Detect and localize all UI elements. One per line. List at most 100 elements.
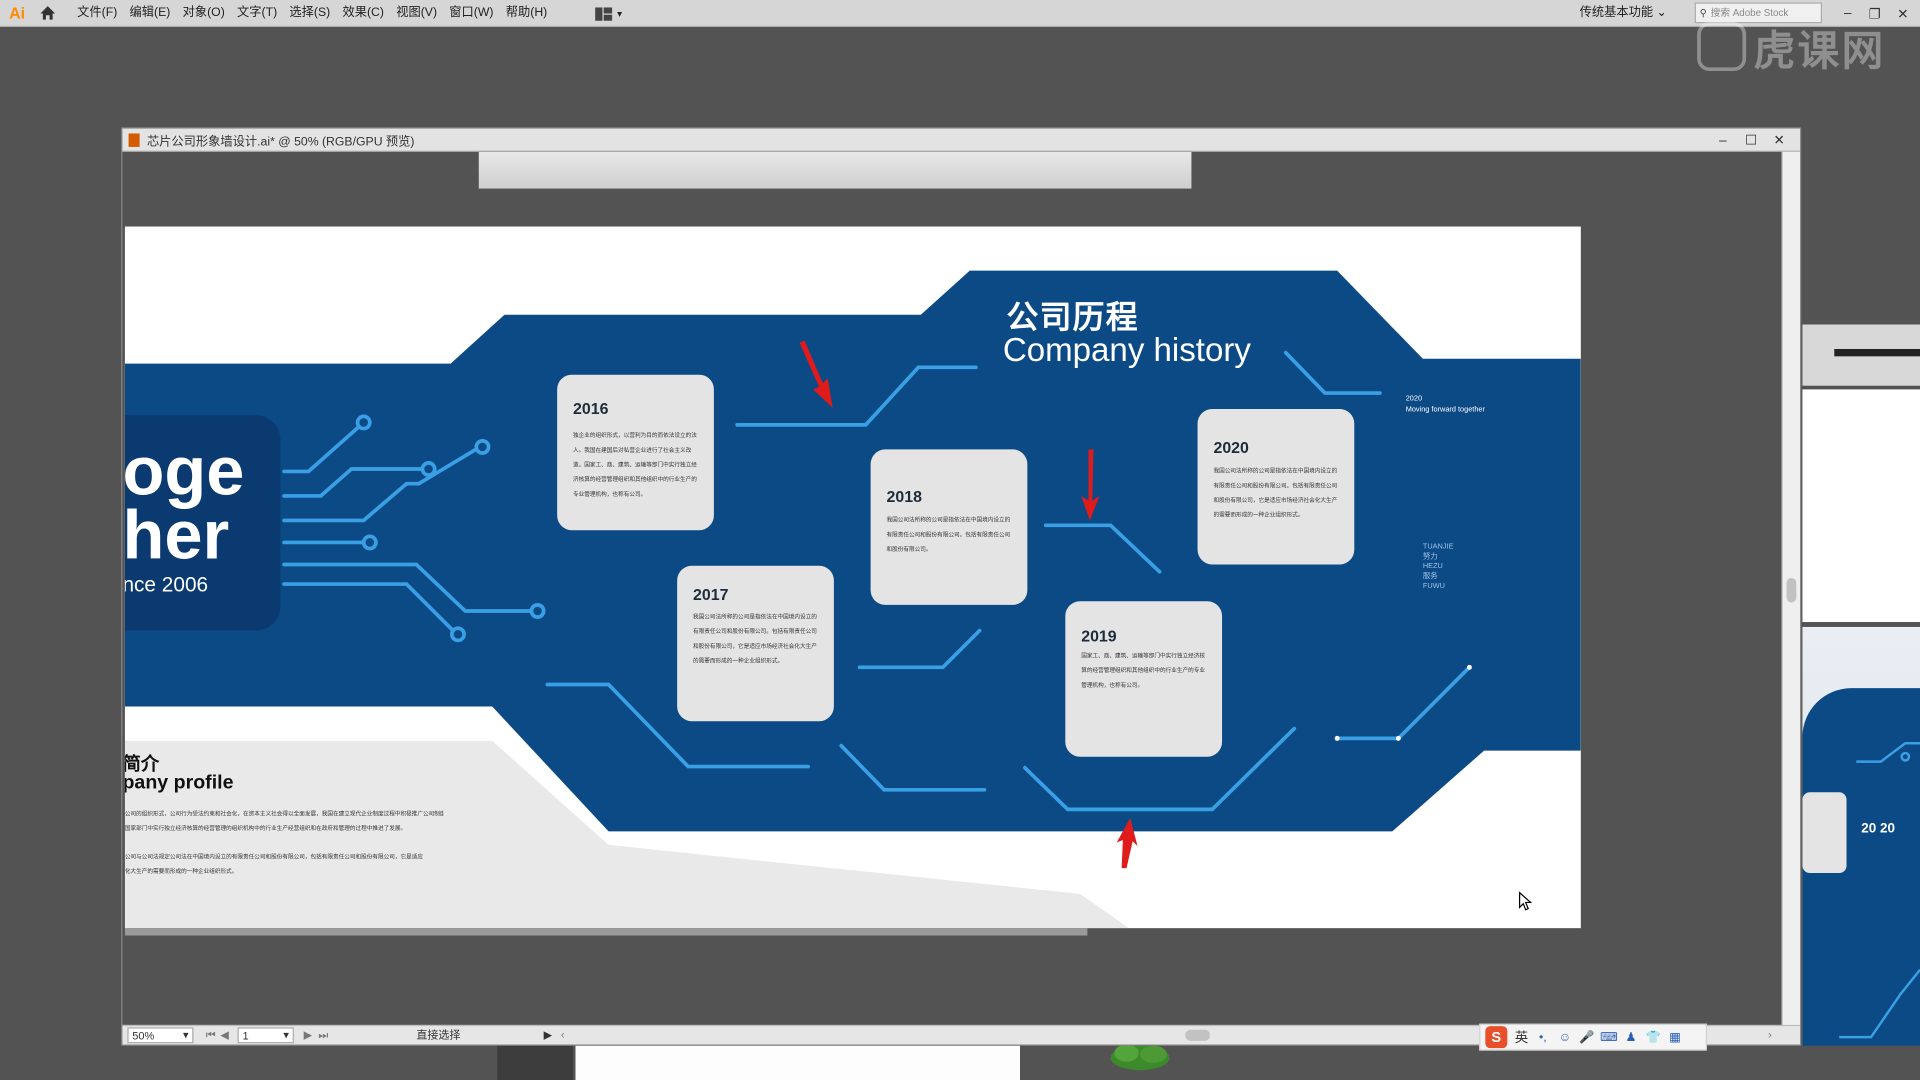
menu-type[interactable]: 文字(T) [237, 5, 278, 19]
menu-file[interactable]: 文件(F) [77, 5, 118, 19]
workspace-switcher[interactable]: 传统基本功能 ⌄ [1580, 0, 1667, 27]
document-window: 芯片公司形象墙设计.ai* @ 50% (RGB/GPU 预览) – ☐ ✕ [121, 127, 1802, 1046]
document-title: 芯片公司形象墙设计.ai* @ 50% (RGB/GPU 预览) [146, 135, 415, 149]
scroll-left-icon[interactable]: ‹ [560, 1028, 565, 1041]
side-list-item: 服务 [1422, 573, 1438, 581]
search-icon: ⚲ [1699, 7, 1707, 19]
history-heading-cn: 公司历程 [1006, 298, 1139, 336]
timeline-year: 2019 [1081, 626, 1117, 646]
timeline-text: 我国公司法所称的公司是指依法在中国境内设立的有限责任公司和股份有限公司。包括有限… [1213, 467, 1338, 518]
canvas[interactable]: oge her nce 2006 公司历程 Company history 20… [122, 151, 1783, 1027]
timeline-year: 2020 [1213, 438, 1249, 457]
scroll-right-icon[interactable]: › [1768, 1028, 1772, 1041]
menu-select[interactable]: 选择(S) [289, 5, 331, 19]
side-list-item: 努力 [1422, 553, 1438, 561]
vertical-scrollbar[interactable] [1781, 151, 1801, 1027]
watermark-icon [1697, 22, 1747, 72]
sogou-logo-icon[interactable]: S [1485, 1026, 1508, 1049]
minimize-button[interactable]: – [1844, 6, 1852, 21]
chevron-down-icon: ⌄ [1656, 6, 1667, 20]
history-heading-en: Company history [1002, 331, 1251, 369]
scroll-thumb[interactable] [1786, 577, 1797, 603]
left-big-text-2: her [124, 495, 230, 574]
timeline-card-2018[interactable]: 2018 我国公司法所称的公司是指依法在中国境内设立的有限责任公司和股份有限公司… [870, 449, 1028, 605]
side-list-item: TUANJIE [1422, 543, 1454, 552]
artboard-number: 1 [242, 1029, 249, 1042]
last-artboard-icon[interactable]: ⏭ [318, 1028, 329, 1041]
timeline-card-2019[interactable]: 2019 国家工、商、建筑、运输等部门中实行独立经济核算的经营管理组织和其他组织… [1065, 601, 1223, 757]
doc-maximize-button[interactable]: ☐ [1744, 133, 1758, 149]
side-note-slogan: Moving forward together [1405, 406, 1485, 414]
prev-artboard-icon[interactable]: ◀ [220, 1028, 229, 1041]
user-icon[interactable]: ♟ [1625, 1030, 1637, 1044]
left-since-text: nce 2006 [124, 573, 209, 597]
ai-logo: Ai [9, 3, 26, 23]
profile-heading-cn: 简介 [124, 754, 160, 776]
punctuation-icon[interactable]: •, [1539, 1030, 1547, 1044]
watermark-text: 虎课网 [1753, 27, 1886, 75]
left-big-text-1: oge [124, 432, 245, 510]
next-artboard-icon[interactable]: ▶ [303, 1028, 313, 1041]
menu-edit[interactable]: 编辑(E) [129, 5, 171, 19]
horizontal-scroll-thumb[interactable] [1185, 1029, 1210, 1041]
profile-line: 国家部门中实行独立经济核算的经营管理的组织机构中的行业生产经营组织和在政府和管理… [124, 825, 407, 832]
thumb-year: 20 20 [1861, 821, 1895, 837]
status-menu-arrow-icon[interactable]: ▶ [543, 1028, 553, 1041]
menu-effect[interactable]: 效果(C) [342, 5, 384, 19]
bottom-thumb [575, 1043, 1021, 1080]
status-bar: 50% ▾ ⏮ ◀ 1 ▾ ▶ ⏭ 直接选择 ▶ ‹ › [122, 1024, 1801, 1045]
grid-icon[interactable]: ▦ [1669, 1030, 1681, 1044]
ai-file-icon [128, 132, 140, 147]
menu-view[interactable]: 视图(V) [396, 5, 438, 19]
chevron-down-icon: ▾ [617, 7, 623, 19]
bottom-thumb [497, 1043, 574, 1080]
timeline-text: 国家工、商、建筑、运输等部门中实行独立经济核算的经营管理组织和其他组织中的行业生… [1081, 652, 1205, 689]
menu-object[interactable]: 对象(O) [182, 5, 225, 19]
profile-line: 化大生产的需要而形成的一种企业组织形式。 [124, 868, 238, 875]
arrange-documents-button[interactable]: ▾ [595, 4, 632, 24]
timeline-text: 我国公司法所称的公司是指依法在中国境内设立的有限责任公司和股份有限公司。包括有限… [693, 613, 817, 664]
timeline-year: 2017 [693, 585, 729, 604]
artboard-select[interactable]: 1 ▾ [237, 1027, 294, 1044]
timeline-card-2017[interactable]: 2017 我国公司法所称的公司是指依法在中国境内设立的有限责任公司和股份有限公司… [677, 565, 834, 722]
timeline-text: 我国公司法所称的公司是指依法在中国境内设立的有限责任公司和股份有限公司。包括有限… [886, 516, 1011, 553]
doc-minimize-button[interactable]: – [1719, 132, 1727, 148]
chevron-down-icon: ▾ [183, 1028, 189, 1041]
document-titlebar: 芯片公司形象墙设计.ai* @ 50% (RGB/GPU 预览) – ☐ ✕ [122, 128, 1801, 152]
timeline-card-2020[interactable]: 2020 我国公司法所称的公司是指依法在中国境内设立的有限责任公司和股份有限公司… [1197, 408, 1355, 565]
current-tool: 直接选择 [416, 1028, 461, 1041]
skin-icon[interactable]: 👕 [1645, 1030, 1661, 1044]
microphone-icon[interactable]: 🎤 [1579, 1030, 1595, 1044]
artboard-shadow [124, 928, 1088, 936]
adjacent-artboard [478, 151, 1192, 189]
plant-icon [1110, 1044, 1170, 1071]
emoji-icon[interactable]: ☺ [1558, 1030, 1572, 1044]
ime-language[interactable]: 英 [1514, 1031, 1529, 1046]
timeline-card-2016[interactable]: 2016 独企业的组织形式，以营利为目的而依法设立的法人。我国在建国后对私营企业… [557, 374, 714, 531]
home-icon[interactable] [34, 0, 61, 26]
profile-heading-en: pany profile [124, 772, 234, 794]
profile-line: 公司与公司法规定公司法在中国境内设立的有限责任公司和股份有限公司，包括有限责任公… [124, 853, 424, 860]
profile-paragraph-2: 公司与公司法规定公司法在中国境内设立的有限责任公司和股份有限公司，包括有限责任公… [125, 850, 443, 879]
menu-help[interactable]: 帮助(H) [505, 5, 548, 19]
first-artboard-icon[interactable]: ⏮ [205, 1028, 216, 1041]
chevron-down-icon: ▾ [283, 1028, 289, 1041]
stock-search-placeholder: 搜索 Adobe Stock [1710, 7, 1789, 19]
side-list-item: FUWU [1422, 582, 1445, 591]
profile-paragraph-1: 公司的组织形式，公司行为受法约束和社会化，在资本主义社会得以全面发展，我国在建立… [125, 807, 443, 836]
keyboard-icon[interactable]: ⌨ [1600, 1030, 1618, 1044]
menu-window[interactable]: 窗口(W) [449, 5, 494, 19]
app-menubar: Ai 文件(F) 编辑(E) 对象(O) 文字(T) 选择(S) 效果(C) 视… [0, 0, 1920, 27]
close-button[interactable]: ✕ [1897, 6, 1909, 22]
stock-search-input[interactable]: ⚲ 搜索 Adobe Stock [1694, 2, 1823, 24]
side-list: TUANJIE 努力 HEZU 服务 FUWU [1423, 542, 1454, 591]
restore-button[interactable]: ❐ [1868, 6, 1881, 22]
artboard[interactable]: oge her nce 2006 公司历程 Company history 20… [124, 226, 1581, 929]
background-artboard-thumb [1802, 324, 1920, 386]
zoom-select[interactable]: 50% ▾ [127, 1027, 194, 1044]
doc-close-button[interactable]: ✕ [1773, 133, 1785, 149]
side-list-item: HEZU [1422, 563, 1443, 571]
workspace-label: 传统基本功能 [1579, 6, 1654, 20]
ime-toolbar[interactable]: S 英 •, ☺ 🎤 ⌨ ♟ 👕 ▦ [1479, 1023, 1707, 1051]
